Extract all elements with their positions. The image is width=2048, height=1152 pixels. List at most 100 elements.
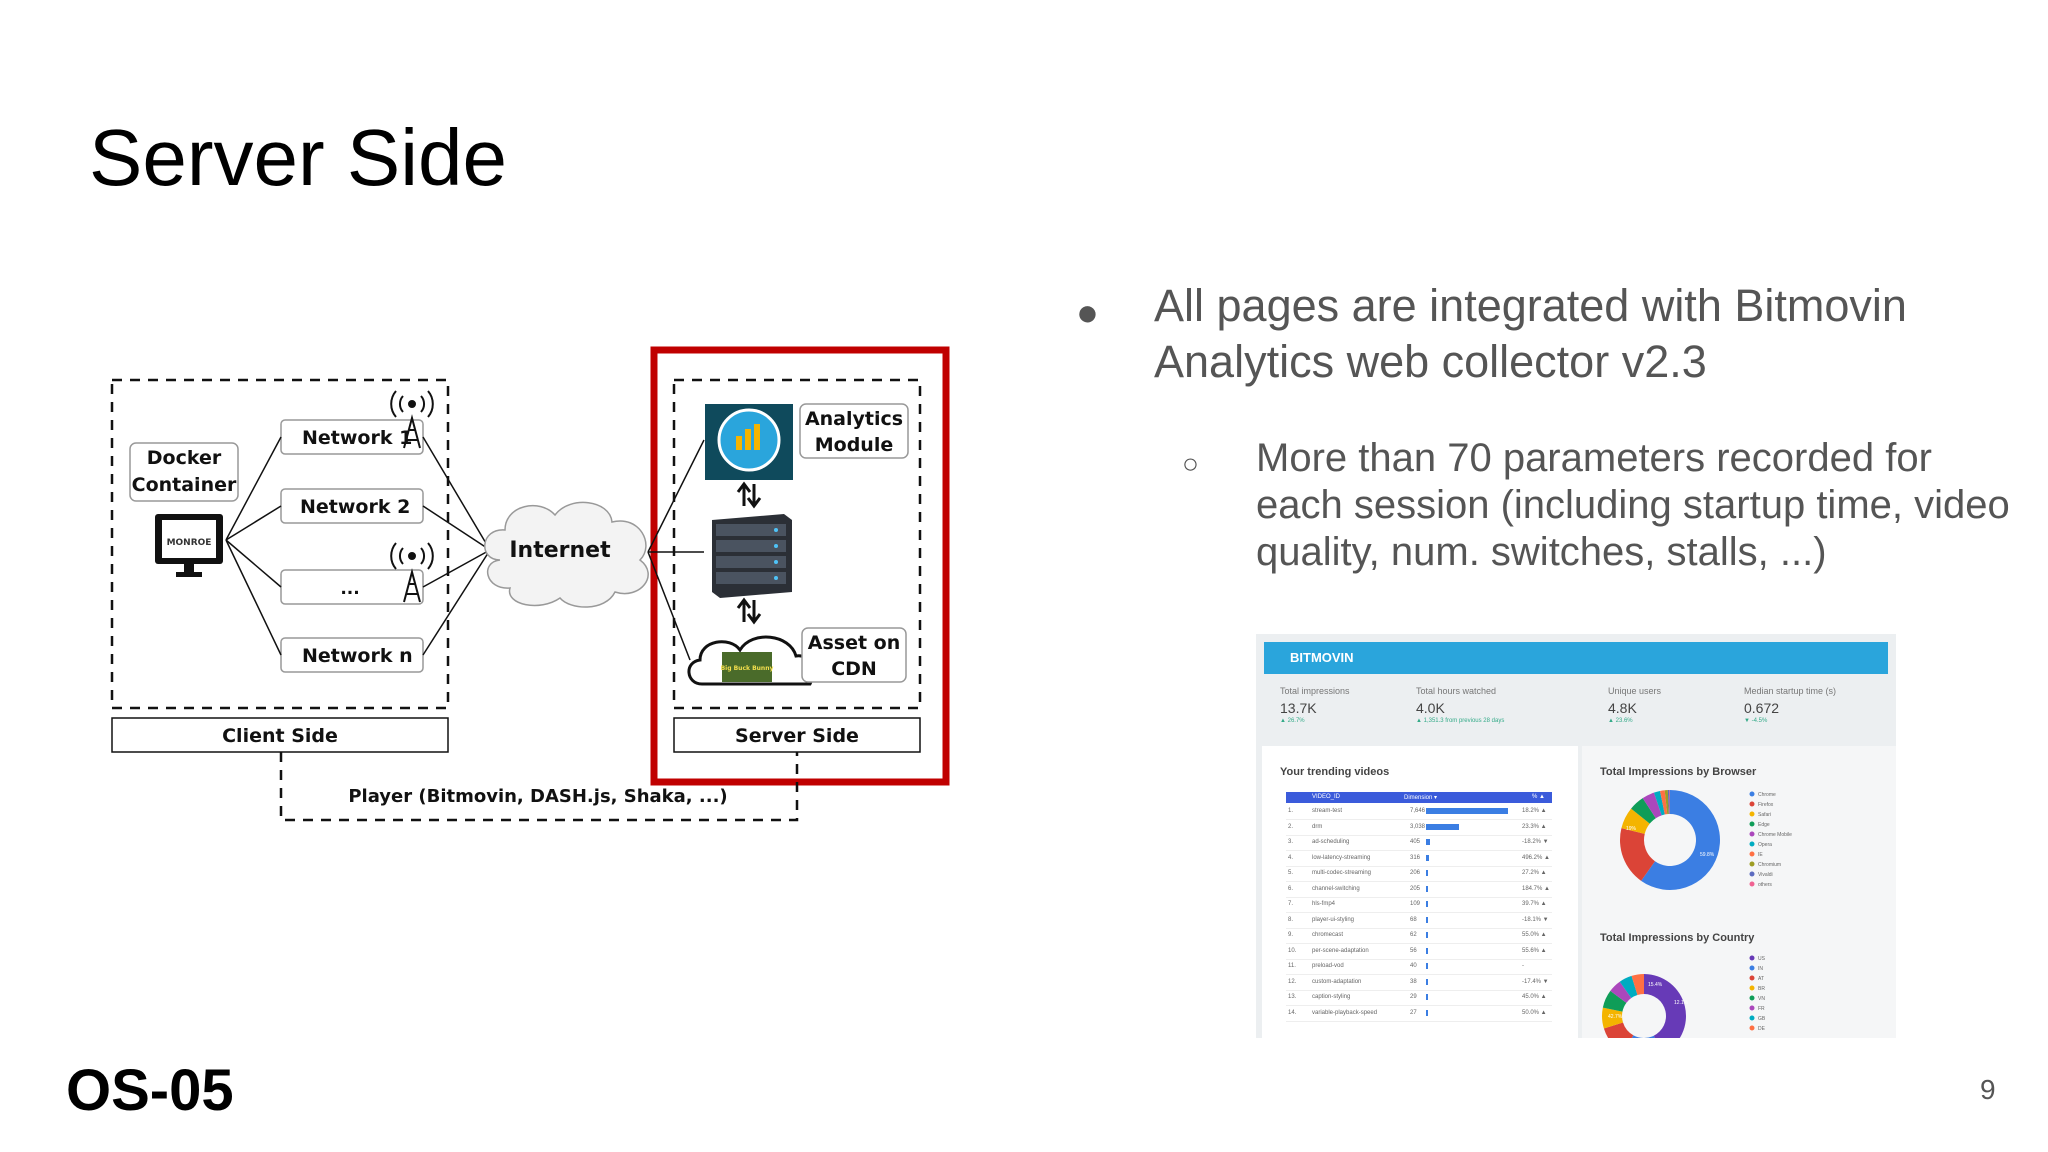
donut-slice xyxy=(1610,981,1632,1003)
value-bar xyxy=(1426,854,1430,861)
monitor-icon: MONROE xyxy=(155,514,223,577)
value-bar xyxy=(1426,901,1428,907)
legend-label: others xyxy=(1758,882,1772,888)
donut-slice xyxy=(1641,790,1720,890)
client-side-label: Client Side xyxy=(111,717,449,753)
table-header: VIDEO_ID Dimension ▾ % ▲ xyxy=(1286,792,1552,803)
donut-slice xyxy=(1621,808,1650,834)
value-bar xyxy=(1426,947,1428,954)
internet-cloud: Internet xyxy=(484,501,649,608)
legend-label: VN xyxy=(1758,996,1765,1002)
client-links xyxy=(225,436,491,656)
legend-dot xyxy=(1749,851,1755,857)
legend-dot xyxy=(1749,801,1755,807)
kpi-startup-time: Median startup time (s)0.672▼ -4.5% xyxy=(1744,686,1837,724)
svg-text:Network n: Network n xyxy=(302,645,413,667)
updown-arrow-icon xyxy=(736,481,762,509)
legend-dot xyxy=(1749,1025,1755,1031)
donut-slice xyxy=(1619,975,1638,999)
legend-label: Chrome xyxy=(1758,792,1776,798)
network-box-1: Network 1 xyxy=(280,419,424,455)
bullet-sub-text: More than 70 parameters recorded for eac… xyxy=(1256,436,2010,574)
legend-label: US xyxy=(1758,956,1766,962)
donut-slice xyxy=(1602,990,1627,1012)
legend-label: Chromium xyxy=(1758,862,1781,868)
legend-label: GB xyxy=(1758,1016,1766,1022)
legend-dot xyxy=(1749,975,1755,981)
donut-slice xyxy=(1642,792,1662,819)
legend-dot xyxy=(1749,1015,1755,1021)
antenna-icon xyxy=(390,390,434,449)
value-bar xyxy=(1426,870,1429,876)
server-links xyxy=(647,439,705,661)
country-chart-title: Total Impressions by Country xyxy=(1600,932,1755,944)
monroe-logo-text: MONROE xyxy=(167,538,212,548)
legend-dot xyxy=(1749,861,1755,867)
server-rack-icon xyxy=(712,514,792,598)
slice-label: 59.8% xyxy=(1700,852,1715,858)
legend-dot xyxy=(1749,955,1755,961)
value-bar xyxy=(1426,994,1428,1000)
legend-dot xyxy=(1749,985,1755,991)
legend-label: IN xyxy=(1758,966,1763,972)
legend-label: DE xyxy=(1758,1026,1766,1032)
slice-label: 19% xyxy=(1626,826,1637,832)
legend-dot xyxy=(1749,841,1755,847)
bullet-dot: ● xyxy=(1076,292,1099,334)
slice-label: 42.7% xyxy=(1608,1014,1623,1020)
value-bar xyxy=(1426,978,1428,985)
legend-label: Edge xyxy=(1758,822,1770,828)
docker-label-line1: Docker xyxy=(147,447,222,469)
dashboard-header: BITMOVIN xyxy=(1264,642,1888,674)
donut-slice xyxy=(1631,798,1656,824)
network-box-ellipsis: ... xyxy=(280,569,424,605)
donut-slice xyxy=(1660,790,1668,815)
donut-slice xyxy=(1653,791,1665,816)
legend-label: BR xyxy=(1758,986,1765,992)
legend-dot xyxy=(1749,831,1755,837)
donut-slice xyxy=(1669,790,1670,815)
svg-text:Server Side: Server Side xyxy=(735,725,859,747)
player-connector xyxy=(279,752,799,822)
analytics-module-box: Analytics Module xyxy=(799,403,909,459)
legend-label: Safari xyxy=(1758,812,1771,818)
donut-slice xyxy=(1603,1022,1634,1038)
cdn-cloud-icon: Big Buck Bunny xyxy=(687,635,815,686)
svg-text:Client Side: Client Side xyxy=(222,725,338,747)
legend-label: Opera xyxy=(1758,842,1772,848)
internet-label: Internet xyxy=(509,538,611,563)
cdn-badge-text: Big Buck Bunny xyxy=(721,665,774,672)
value-bar xyxy=(1426,963,1428,969)
legend-label: IE xyxy=(1758,852,1763,858)
value-bar xyxy=(1426,839,1431,845)
legend-dot xyxy=(1749,791,1755,797)
docker-label-line2: Container xyxy=(132,474,237,496)
asset-cdn-box: Asset on CDN xyxy=(801,627,907,683)
legend-dot xyxy=(1749,821,1755,827)
donut-slice xyxy=(1631,974,1644,995)
legend-label: AT xyxy=(1758,976,1764,982)
legend-dot xyxy=(1749,871,1755,877)
sub-bullet-circle: ○ xyxy=(1182,448,1199,479)
legend-label: Vivaldi xyxy=(1758,872,1773,878)
docker-label-box xyxy=(129,442,239,502)
